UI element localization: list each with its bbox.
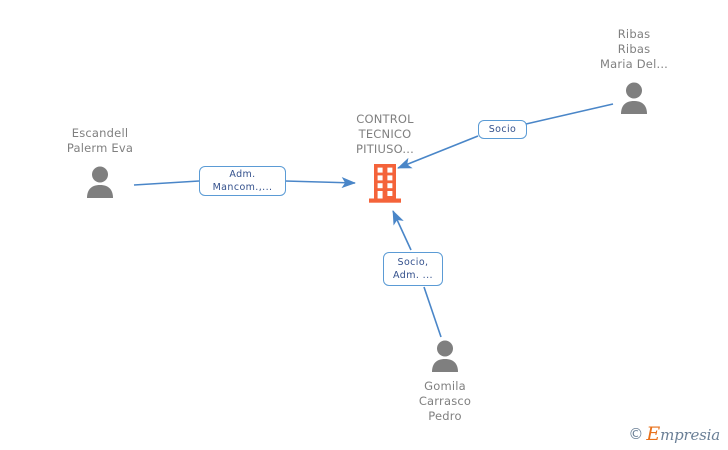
edge-ribas-to-company <box>525 103 614 125</box>
node-person-gomila[interactable]: Gomila Carrasco Pedro <box>390 336 500 424</box>
node-person-escandell[interactable]: Escandell Palerm Eva <box>45 126 155 198</box>
watermark-empresia: © Empresia <box>628 425 720 444</box>
brand-name: Empresia <box>646 425 720 444</box>
relation-label-socio-adm[interactable]: Socio, Adm. ... <box>383 252 443 286</box>
building-icon <box>369 164 401 203</box>
person-escandell-icon-wrap <box>45 162 155 198</box>
edge-escandell-to-company-arrow <box>284 177 356 189</box>
node-person-ribas[interactable]: Ribas Ribas Maria Del... <box>574 27 694 114</box>
brand-initial: E <box>646 423 661 445</box>
copyright-icon: © <box>628 425 644 443</box>
edge-ribas-to-company-arrow <box>397 135 479 169</box>
company-icon-wrap <box>330 162 440 204</box>
person-icon <box>432 340 458 372</box>
edge-escandell-to-company <box>133 180 200 186</box>
person-gomila-name-label: Gomila Carrasco Pedro <box>418 379 472 423</box>
person-icon <box>87 166 113 198</box>
node-company[interactable]: CONTROL TECNICO PITIUSO... <box>330 112 440 204</box>
edge-gomila-to-company <box>423 286 442 338</box>
edge-gomila-to-company-arrow <box>392 210 412 251</box>
person-ribas-name-label: Ribas Ribas Maria Del... <box>599 27 669 71</box>
person-icon <box>621 82 647 114</box>
brand-rest: mpresia <box>660 426 720 444</box>
company-name-label: CONTROL TECNICO PITIUSO... <box>355 112 414 156</box>
person-gomila-icon-wrap <box>390 336 500 372</box>
relation-label-adm-mancom[interactable]: Adm. Mancom.,... <box>199 166 286 196</box>
relation-label-socio[interactable]: Socio <box>478 120 527 139</box>
person-escandell-name-label: Escandell Palerm Eva <box>66 126 134 155</box>
person-ribas-icon-wrap <box>574 78 694 114</box>
